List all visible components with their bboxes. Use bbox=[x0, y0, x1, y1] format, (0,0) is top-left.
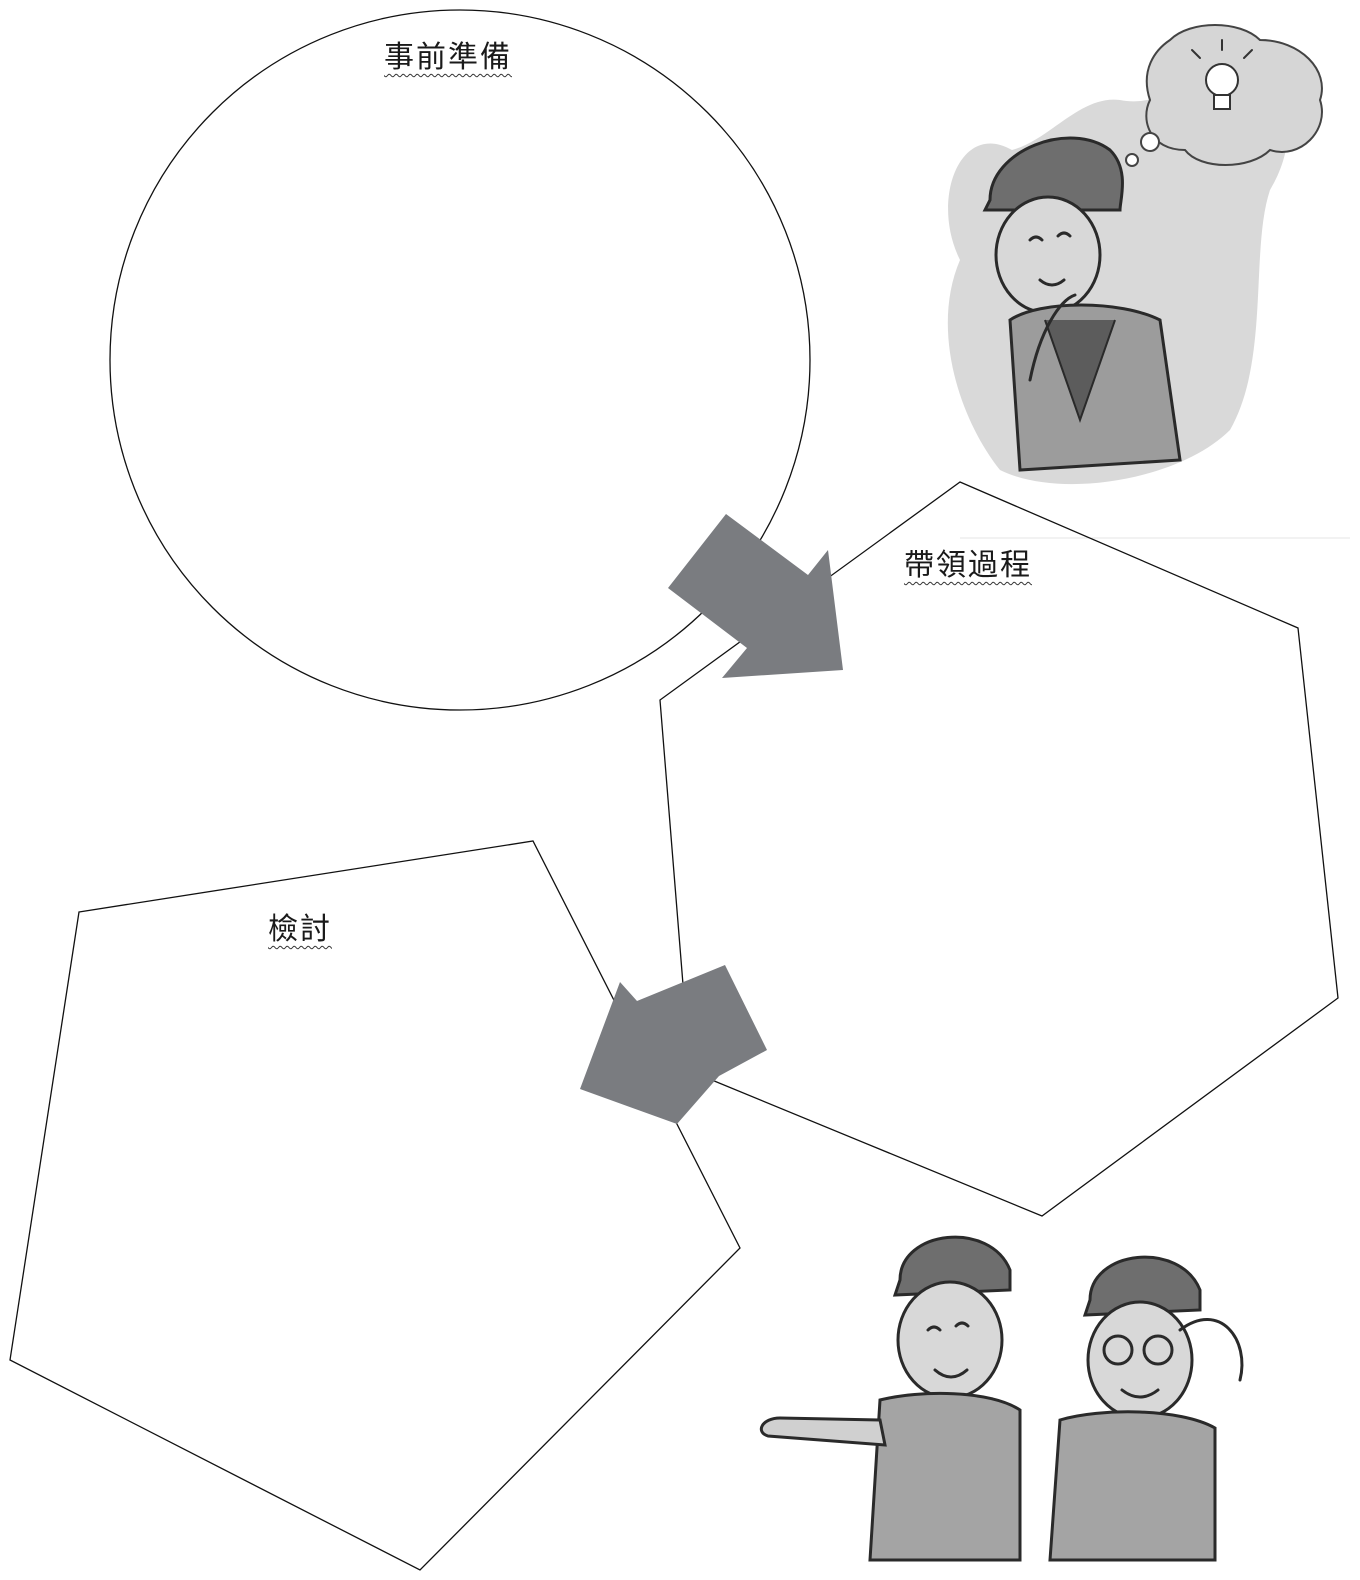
review-label: 檢討 bbox=[268, 912, 332, 947]
scout-shirt bbox=[1008, 303, 1182, 472]
pointing-hand-icon bbox=[759, 1416, 887, 1447]
scout-cap-left bbox=[892, 1235, 1012, 1297]
preparation-circle bbox=[109, 9, 811, 711]
saluting-arm bbox=[1178, 1318, 1244, 1382]
pointing-scouts-illustration bbox=[759, 1235, 1244, 1562]
leading-process-label: 帶領過程 bbox=[904, 548, 1032, 583]
scout-face-right bbox=[1086, 1300, 1194, 1420]
leading-process-hexagon bbox=[659, 481, 1339, 1217]
preparation-label: 事前準備 bbox=[384, 40, 512, 75]
scout-face bbox=[994, 195, 1102, 315]
arrow-lead-to-review bbox=[580, 965, 767, 1124]
review-pentagon bbox=[9, 840, 741, 1571]
scout-face-left bbox=[896, 1280, 1004, 1400]
scout-shirt-right bbox=[1048, 1410, 1217, 1562]
arrow-prep-to-lead bbox=[668, 514, 843, 678]
thinking-scout-illustration bbox=[947, 24, 1323, 485]
scout-shirt-left bbox=[868, 1391, 1022, 1562]
glasses-icon bbox=[1102, 1334, 1134, 1366]
scout-scarf bbox=[1044, 319, 1116, 424]
scout-cap-icon bbox=[982, 136, 1124, 212]
scout-cap-right bbox=[1082, 1255, 1202, 1317]
lightbulb-thought-icon bbox=[1125, 24, 1323, 167]
